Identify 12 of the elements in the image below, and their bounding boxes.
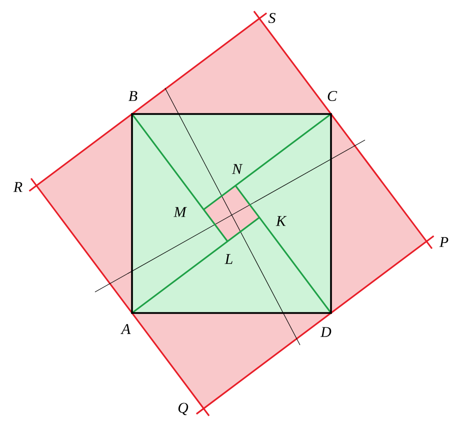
point-label: L [224, 254, 232, 264]
point-label: S [268, 13, 276, 24]
point-label: C [328, 91, 338, 102]
point-label: P [439, 237, 448, 247]
point-label: B [128, 91, 138, 101]
point-label: M [174, 207, 187, 217]
point-label: Q [178, 402, 188, 416]
point-label: A [120, 324, 131, 334]
point-label: N [232, 164, 243, 174]
point-label: D [320, 327, 332, 337]
point-label: K [276, 216, 287, 226]
point-label: R [13, 182, 22, 192]
